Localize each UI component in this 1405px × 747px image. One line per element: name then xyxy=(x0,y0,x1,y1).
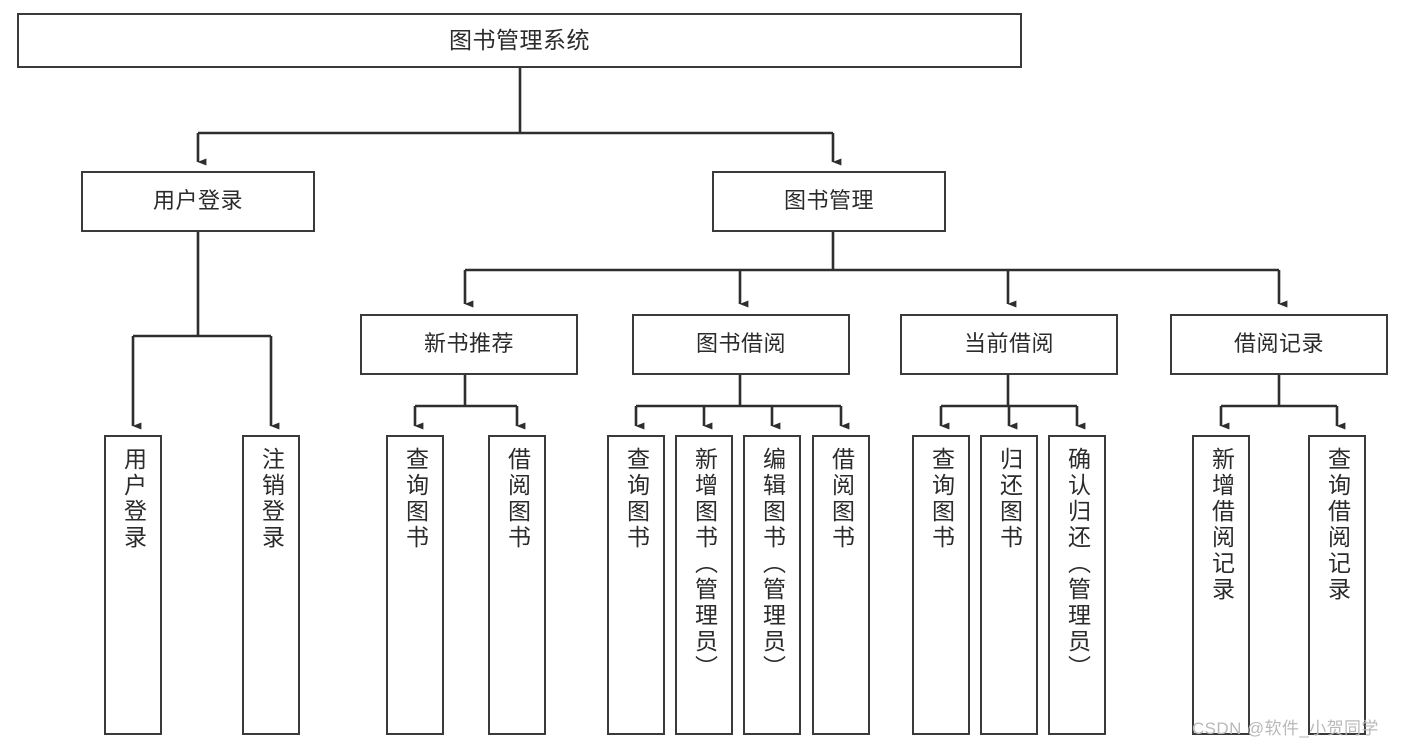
leaf-book-borrow-3[interactable]: 编辑图书（管理员） xyxy=(743,435,801,735)
node-book-manage[interactable]: 图书管理 xyxy=(712,171,946,232)
node-new-book-rec-label: 新书推荐 xyxy=(423,331,514,357)
leaf-borrow-record-1[interactable]: 新增借阅记录 xyxy=(1192,435,1250,735)
leaf-label: 注销登录 xyxy=(258,447,285,551)
leaf-current-borrow-3[interactable]: 确认归还（管理员） xyxy=(1048,435,1106,735)
node-user-login-label: 用户登录 xyxy=(152,188,243,214)
leaf-label: 借阅图书 xyxy=(828,447,855,551)
leaf-book-borrow-4[interactable]: 借阅图书 xyxy=(812,435,870,735)
leaf-label: 新增图书（管理员） xyxy=(691,447,718,681)
leaf-book-borrow-2[interactable]: 新增图书（管理员） xyxy=(675,435,733,735)
leaf-current-borrow-2[interactable]: 归还图书 xyxy=(980,435,1038,735)
node-root[interactable]: 图书管理系统 xyxy=(17,13,1022,68)
leaf-label: 用户登录 xyxy=(120,447,147,551)
leaf-label: 确认归还（管理员） xyxy=(1064,447,1091,681)
leaf-new-book-rec-2[interactable]: 借阅图书 xyxy=(488,435,546,735)
leaf-user-login-1[interactable]: 用户登录 xyxy=(104,435,162,735)
node-book-manage-label: 图书管理 xyxy=(783,188,874,214)
leaf-label: 编辑图书（管理员） xyxy=(759,447,786,681)
leaf-borrow-record-2[interactable]: 查询借阅记录 xyxy=(1308,435,1366,735)
leaf-label: 归还图书 xyxy=(996,447,1023,551)
node-new-book-rec[interactable]: 新书推荐 xyxy=(360,314,578,375)
leaf-label: 查询图书 xyxy=(402,447,429,551)
watermark: CSDN @软件_小贺同学 xyxy=(1192,719,1379,738)
leaf-user-login-2[interactable]: 注销登录 xyxy=(242,435,300,735)
node-book-borrow[interactable]: 图书借阅 xyxy=(632,314,850,375)
leaf-book-borrow-1[interactable]: 查询图书 xyxy=(607,435,665,735)
node-current-borrow[interactable]: 当前借阅 xyxy=(900,314,1118,375)
leaf-label: 查询借阅记录 xyxy=(1324,447,1351,603)
node-root-label: 图书管理系统 xyxy=(449,26,590,53)
node-borrow-record[interactable]: 借阅记录 xyxy=(1170,314,1388,375)
leaf-current-borrow-1[interactable]: 查询图书 xyxy=(912,435,970,735)
node-borrow-record-label: 借阅记录 xyxy=(1233,331,1324,357)
node-book-borrow-label: 图书借阅 xyxy=(695,331,786,357)
leaf-label: 新增借阅记录 xyxy=(1208,447,1235,603)
leaf-label: 查询图书 xyxy=(928,447,955,551)
node-current-borrow-label: 当前借阅 xyxy=(963,331,1054,357)
leaf-new-book-rec-1[interactable]: 查询图书 xyxy=(386,435,444,735)
node-user-login[interactable]: 用户登录 xyxy=(81,171,315,232)
leaf-label: 借阅图书 xyxy=(504,447,531,551)
leaf-label: 查询图书 xyxy=(623,447,650,551)
